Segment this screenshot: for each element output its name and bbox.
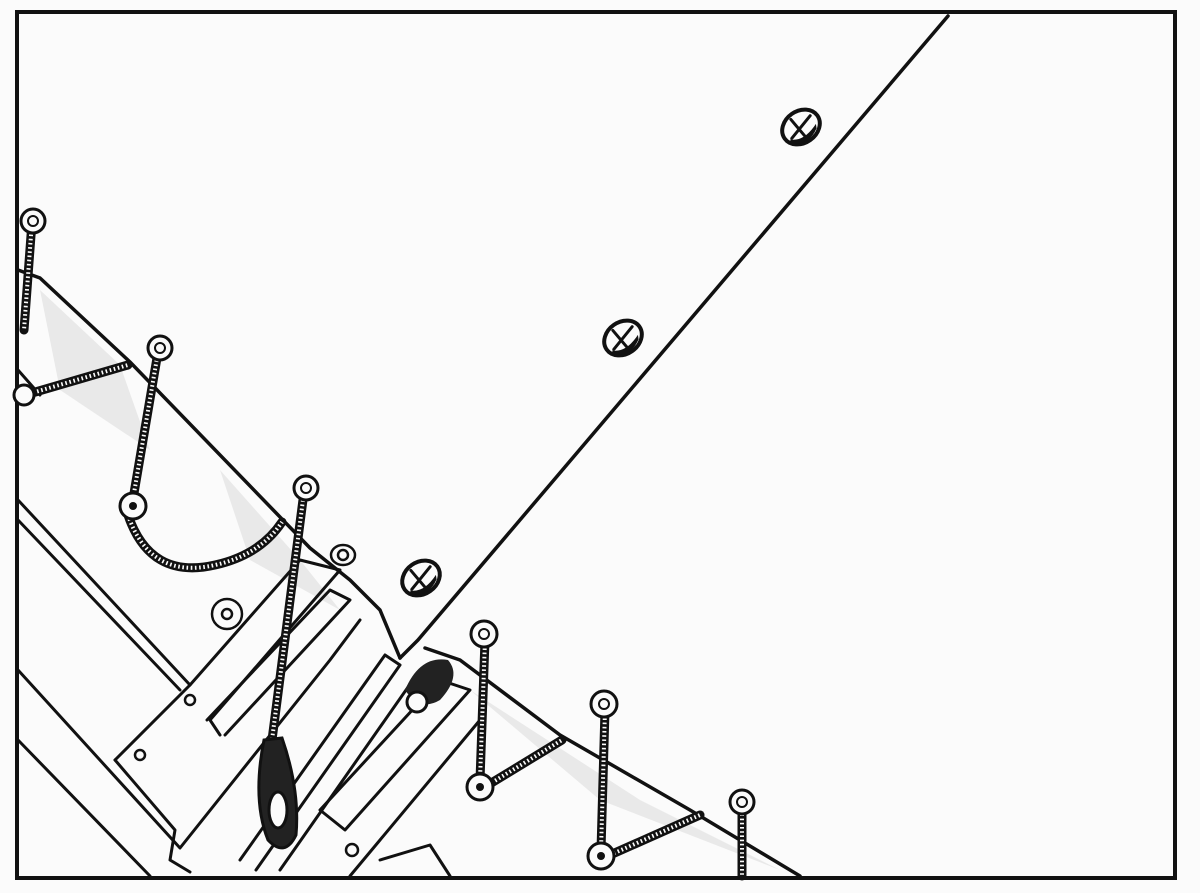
block-stack [16, 268, 802, 878]
rope-loops [19, 217, 747, 881]
climbing-hold-middle [602, 318, 644, 358]
eyelet-rings [12, 207, 756, 871]
climbing-holds [400, 107, 822, 598]
climbing-hold-bottom [400, 558, 442, 598]
panel-frame [15, 10, 1177, 880]
climbing-hold-top [780, 107, 822, 147]
sloped-roof-edge [398, 14, 950, 660]
